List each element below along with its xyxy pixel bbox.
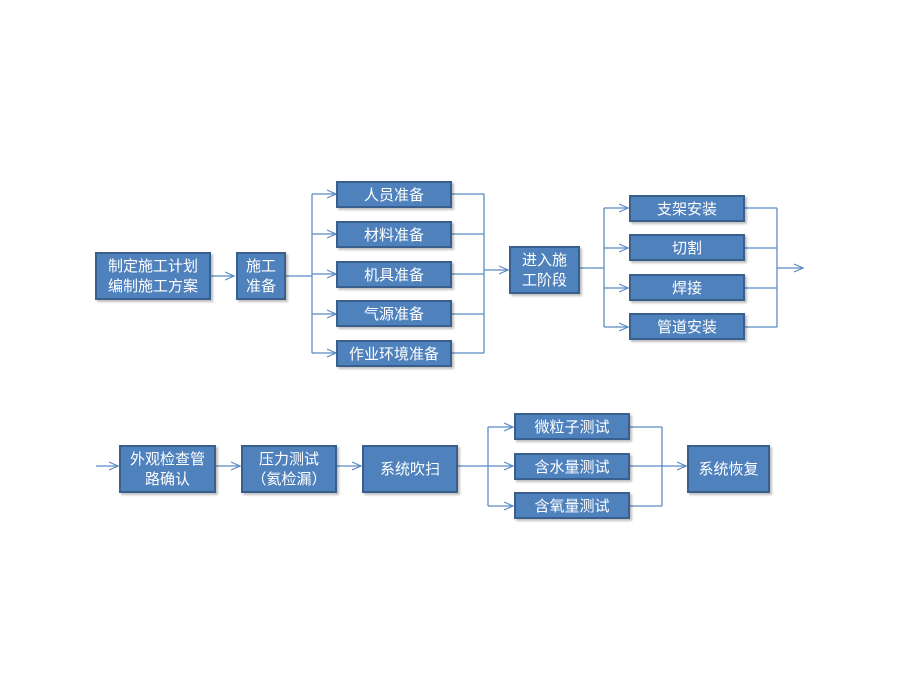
node-stage-item: 管道安装 xyxy=(629,313,745,340)
node-test: 含水量测试 xyxy=(514,453,630,480)
node-prep-item: 人员准备 xyxy=(336,181,452,208)
node-prep-item: 材料准备 xyxy=(336,221,452,248)
node-prep: 施工 准备 xyxy=(236,252,286,300)
node-stage-item: 焊接 xyxy=(629,274,745,301)
node-restore: 系统恢复 xyxy=(687,445,770,493)
node-test: 微粒子测试 xyxy=(514,413,630,440)
node-plan: 制定施工计划 编制施工方案 xyxy=(95,252,211,300)
node-prep-item: 气源准备 xyxy=(336,300,452,327)
node-prep-item: 机具准备 xyxy=(336,261,452,288)
node-inspect: 外观检查管 路确认 xyxy=(119,445,216,493)
node-pressure: 压力测试 （氦检漏） xyxy=(241,445,337,493)
node-stage: 进入施 工阶段 xyxy=(509,246,580,294)
node-test: 含氧量测试 xyxy=(514,492,630,519)
node-purge: 系统吹扫 xyxy=(362,445,458,493)
node-stage-item: 切割 xyxy=(629,234,745,261)
node-prep-item: 作业环境准备 xyxy=(336,340,452,367)
node-stage-item: 支架安装 xyxy=(629,195,745,222)
